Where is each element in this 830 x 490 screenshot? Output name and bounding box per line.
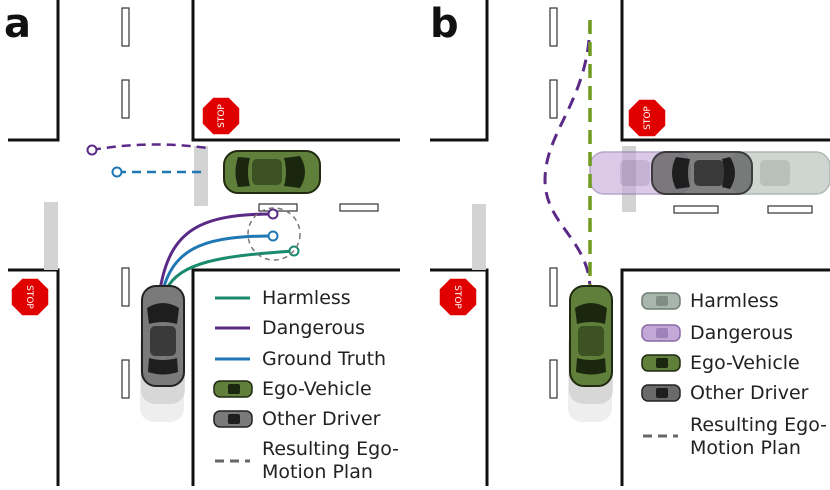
stop-line	[44, 202, 58, 270]
panel-a: STOP STOP	[8, 0, 400, 486]
stop-sign: STOP	[438, 277, 478, 317]
ground-truth-endpoint	[267, 230, 279, 242]
stop-sign: STOP	[201, 96, 241, 136]
legend-swatch-dangerous	[641, 324, 681, 342]
road-edge-top-right	[620, 0, 830, 142]
legend-swatch-ego-vehicle	[213, 380, 253, 398]
road-edge-bottom-right	[191, 268, 400, 486]
legend-swatch-harmless	[641, 292, 681, 310]
dangerous-endpoint	[267, 208, 279, 220]
road-edge-bottom-right	[620, 268, 830, 486]
ground-truth-endpoint	[111, 166, 123, 178]
stop-sign-label: STOP	[24, 285, 34, 309]
road-edge-bottom-left	[430, 268, 489, 486]
dangerous-plan	[543, 19, 592, 291]
legend-label-plan-line2: Motion Plan	[262, 461, 373, 483]
lane-mark	[121, 359, 130, 399]
legend-swatch-other-driver	[641, 384, 681, 402]
legend-label-other-driver: Other Driver	[262, 408, 381, 430]
lane-mark	[121, 79, 130, 119]
legend-label-dangerous: Dangerous	[690, 322, 794, 344]
harmless-trajectory	[164, 249, 295, 291]
stop-line	[472, 204, 486, 270]
lane-mark	[121, 267, 130, 307]
stop-sign-label: STOP	[452, 285, 462, 309]
legend-label-ground-truth: Ground Truth	[262, 348, 387, 370]
lane-mark	[673, 205, 719, 214]
legend-label-ego-vehicle: Ego-Vehicle	[690, 352, 800, 374]
dangerous-trajectory-other	[91, 143, 208, 152]
legend-swatch-other-driver	[213, 410, 253, 428]
panel-label-a: a	[4, 1, 31, 47]
car-other-driver-a	[140, 285, 185, 422]
legend-label-plan-line2: Motion Plan	[690, 437, 801, 459]
stop-sign-label: STOP	[643, 106, 653, 130]
legend-label-harmless: Harmless	[262, 287, 351, 309]
car-ego-top	[223, 150, 321, 194]
stop-sign: STOP	[10, 277, 50, 317]
stop-line	[194, 146, 208, 206]
lane-mark	[258, 203, 298, 212]
legend-swatch-ego-vehicle	[641, 354, 681, 372]
road-edge-top-right	[191, 0, 400, 142]
legend-label-dangerous: Dangerous	[262, 317, 366, 339]
lane-mark	[549, 267, 558, 307]
lane-mark	[549, 79, 558, 119]
legend-label-ego-vehicle: Ego-Vehicle	[262, 378, 372, 400]
panel-label-b: b	[430, 1, 459, 47]
lane-mark	[549, 359, 558, 399]
stop-sign: STOP	[627, 98, 667, 138]
dangerous-trajectory	[158, 212, 274, 291]
stop-sign-label: STOP	[217, 104, 227, 128]
legend-label-other-driver: Other Driver	[690, 382, 809, 404]
legend-label-harmless: Harmless	[690, 290, 779, 312]
uncertainty-circle	[247, 207, 301, 261]
dangerous-endpoint	[86, 144, 98, 156]
legend-label-plan-line1: Resulting Ego-	[690, 414, 828, 436]
lane-mark	[121, 7, 130, 47]
road-edge-top-left	[8, 0, 60, 142]
lane-mark	[549, 7, 558, 47]
lane-mark	[339, 203, 379, 212]
car-ego-b	[568, 285, 613, 422]
car-harmless-ghost	[729, 151, 830, 195]
panel-b: STOP STOP	[430, 0, 830, 486]
road-edge-top-left	[430, 0, 489, 142]
car-other-driver-b	[651, 151, 753, 195]
lane-mark	[767, 205, 813, 214]
legend-label-plan-line1: Resulting Ego-	[262, 438, 400, 460]
ground-truth-ego-trajectory	[161, 234, 274, 291]
